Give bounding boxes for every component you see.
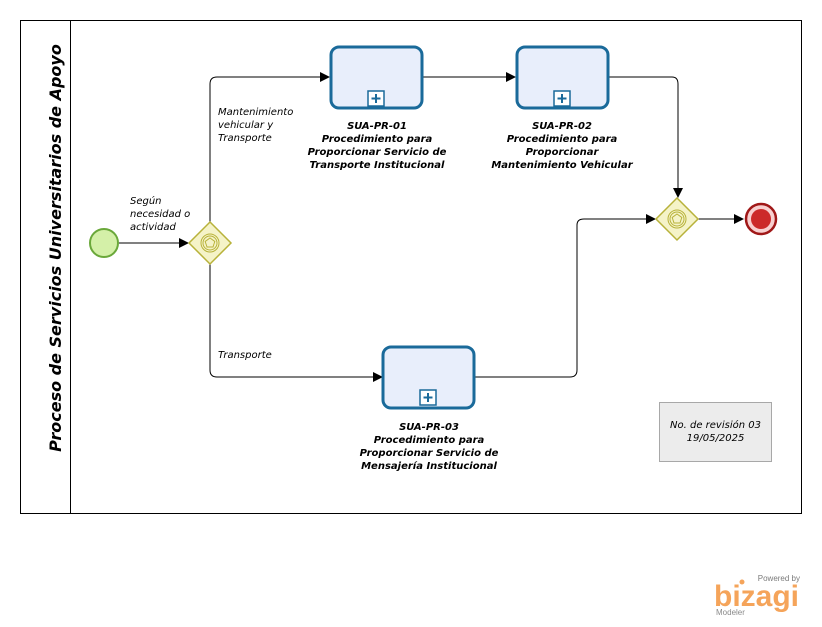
flow-label-pr01: Mantenimiento vehicular y Transporte [218, 107, 294, 144]
task-label-sua-pr-03: SUA-PR-03 Procedimiento para Proporciona… [359, 421, 499, 473]
task-label-sua-pr-01: SUA-PR-01 Procedimiento para Proporciona… [306, 120, 448, 172]
flow-label-start: Según necesidad o actividad [130, 196, 191, 233]
task-sua-pr-03[interactable] [381, 345, 476, 410]
task-code: SUA-PR-01 [347, 121, 407, 132]
flow-gateway-to-pr01 [209, 72, 330, 222]
flow-gateway-to-pr03 [209, 264, 383, 382]
task-name: Procedimiento para Proporcionar Mantenim… [491, 134, 633, 171]
end-event[interactable] [744, 202, 778, 236]
bizagi-wordmark: bizagi [714, 580, 800, 613]
task-name: Procedimiento para Proporcionar Servicio… [359, 435, 499, 472]
powered-by-label: Powered by [757, 574, 800, 583]
flow-pr03-to-join [474, 214, 656, 378]
task-sua-pr-02[interactable] [515, 45, 610, 110]
revision-note: No. de revisión 03 19/05/2025 [659, 402, 772, 462]
task-code: SUA-PR-02 [532, 121, 592, 132]
flow-label-pr03: Transporte [218, 350, 272, 361]
bizagi-logo: Powered by bizagi Modeler [712, 574, 808, 618]
revision-date: 19/05/2025 [686, 433, 745, 444]
task-name: Procedimiento para Proporcionar Servicio… [307, 134, 447, 171]
join-gateway[interactable] [654, 196, 700, 242]
task-code: SUA-PR-03 [399, 422, 459, 433]
task-sua-pr-01[interactable] [329, 45, 424, 110]
task-label-sua-pr-02: SUA-PR-02 Procedimiento para Proporciona… [484, 120, 640, 172]
flow-pr02-to-join [608, 76, 683, 198]
pool-title: Proceso de Servicios Universitarios de A… [46, 44, 65, 452]
split-gateway[interactable] [187, 220, 233, 266]
pool-border [20, 20, 802, 514]
modeler-label: Modeler [716, 608, 745, 617]
revision-number: No. de revisión 03 [670, 420, 761, 431]
start-event[interactable] [89, 228, 119, 258]
bizagi-logo-dot [739, 579, 745, 585]
